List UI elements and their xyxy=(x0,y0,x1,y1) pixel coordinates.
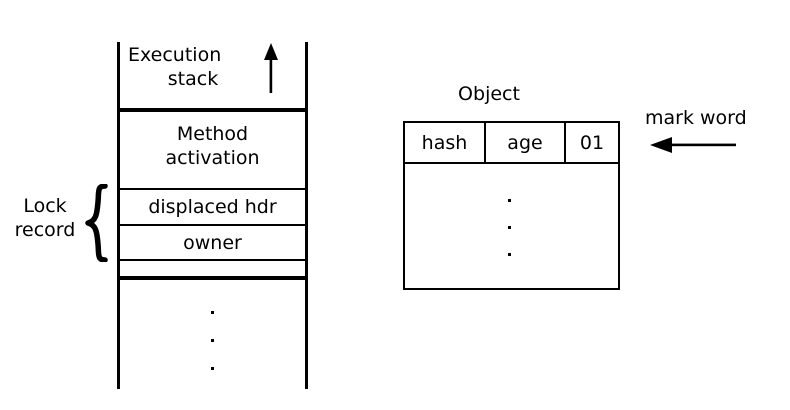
left-curly-brace-icon xyxy=(85,184,108,262)
method-activation-label-line1: Method xyxy=(176,123,249,145)
stack-separator-bottom-of-frame xyxy=(117,276,308,280)
method-activation-label-line2: activation xyxy=(165,147,260,169)
object-cell-lock-bits: 01 xyxy=(579,131,605,154)
stack-separator-owner-empty xyxy=(117,259,308,261)
lock-record-label-line2: record xyxy=(14,218,76,241)
mark-word-label: mark word xyxy=(645,107,747,129)
lock-record-label-line1: Lock xyxy=(23,195,67,217)
up-arrow-icon xyxy=(264,43,278,93)
object-body xyxy=(405,164,618,288)
stack-separator-method-activation-displaced-hdr xyxy=(117,188,308,190)
stack-separator-displaced-hdr-owner xyxy=(117,224,308,226)
execution-stack-figure: Execution stack Method activation displa… xyxy=(0,0,340,410)
execution-stack-label-line1: Execution xyxy=(128,44,222,66)
stack-left-border xyxy=(117,42,120,389)
displaced-hdr-label: displaced hdr xyxy=(148,196,277,218)
object-box: hash age 01 xyxy=(403,121,620,290)
owner-label: owner xyxy=(183,232,242,254)
left-arrow-icon xyxy=(650,137,736,153)
lock-record-annotation: Lock record xyxy=(8,196,82,240)
stack-right-border xyxy=(305,42,308,389)
object-header-row: hash age 01 xyxy=(405,123,618,164)
object-cell-hash: hash xyxy=(405,123,486,162)
object-cell-age: age xyxy=(486,123,566,162)
stack-separator-top-of-method-activation xyxy=(117,108,308,112)
object-title: Object xyxy=(458,83,520,105)
execution-stack-label-line2: stack xyxy=(167,68,219,90)
